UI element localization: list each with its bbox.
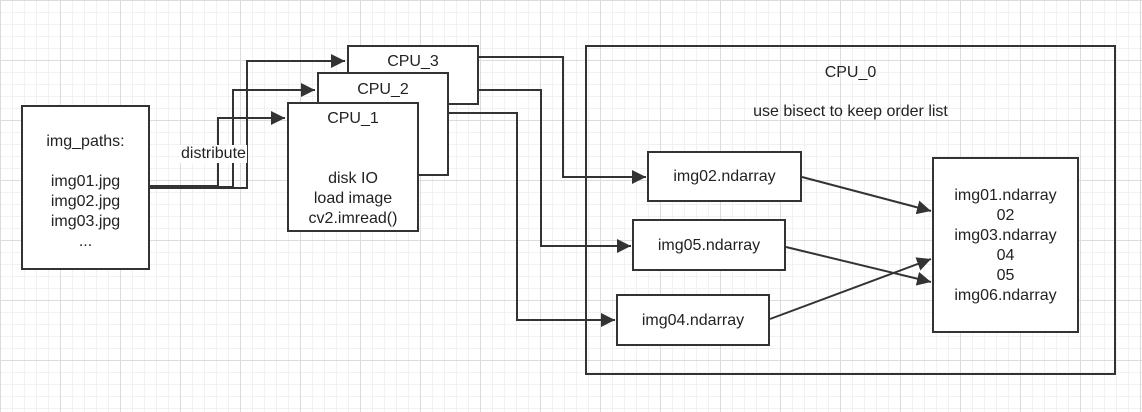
cpu1-label: CPU_1: [327, 110, 379, 127]
cpu3-label: CPU_3: [387, 53, 439, 70]
ndarray-label: img02.ndarray: [673, 168, 776, 185]
cpu0-title: CPU_0: [824, 64, 877, 81]
ordered-list-item: 02: [996, 207, 1015, 224]
ndarray-box-img04: img04.ndarray: [616, 294, 770, 346]
cpu2-label: CPU_2: [357, 81, 409, 98]
ndarray-box-img02: img02.ndarray: [647, 151, 802, 202]
arrow-cpu3-to-img02: [478, 56, 646, 184]
ordered-list-box: img01.ndarray 02 img03.ndarray 04 05 img…: [932, 157, 1079, 333]
cpu1-line: disk IO: [328, 170, 378, 187]
ordered-list-item: 05: [996, 267, 1015, 284]
arrow-img02-to-list: [801, 176, 932, 215]
cpu0-box: CPU_0 use bisect to keep order list: [585, 45, 1116, 375]
arrow-cpu1-to-img04: [417, 112, 615, 327]
ordered-list-item: img01.ndarray: [954, 187, 1057, 204]
img-path-item: img02.jpg: [50, 193, 121, 210]
img-path-item: ...: [78, 233, 93, 250]
arrow-to-cpu3: [149, 54, 345, 189]
cpu1-line: cv2.imread(): [308, 210, 398, 227]
ordered-list-item: 04: [996, 247, 1015, 264]
cpu0-subtitle: use bisect to keep order list: [753, 103, 948, 120]
ndarray-box-img05: img05.ndarray: [632, 219, 786, 271]
img-paths-header: img_paths:: [46, 133, 125, 150]
img-path-item: img01.jpg: [50, 173, 121, 190]
ordered-list-item: img03.ndarray: [954, 227, 1057, 244]
cpu1-box: CPU_1 disk IO load image cv2.imread(): [287, 102, 419, 232]
ndarray-label: img05.ndarray: [657, 237, 761, 254]
img-paths-box: img_paths: img01.jpg img02.jpg img03.jpg…: [21, 105, 150, 270]
img-path-item: img03.jpg: [50, 213, 121, 230]
cpu1-line: load image: [313, 190, 393, 207]
ordered-list-item: img06.ndarray: [954, 287, 1057, 304]
arrow-img04-to-list: [769, 257, 932, 320]
ndarray-label: img04.ndarray: [641, 312, 745, 329]
arrow-img05-to-list: [785, 246, 932, 286]
distribute-label: distribute: [180, 145, 247, 163]
